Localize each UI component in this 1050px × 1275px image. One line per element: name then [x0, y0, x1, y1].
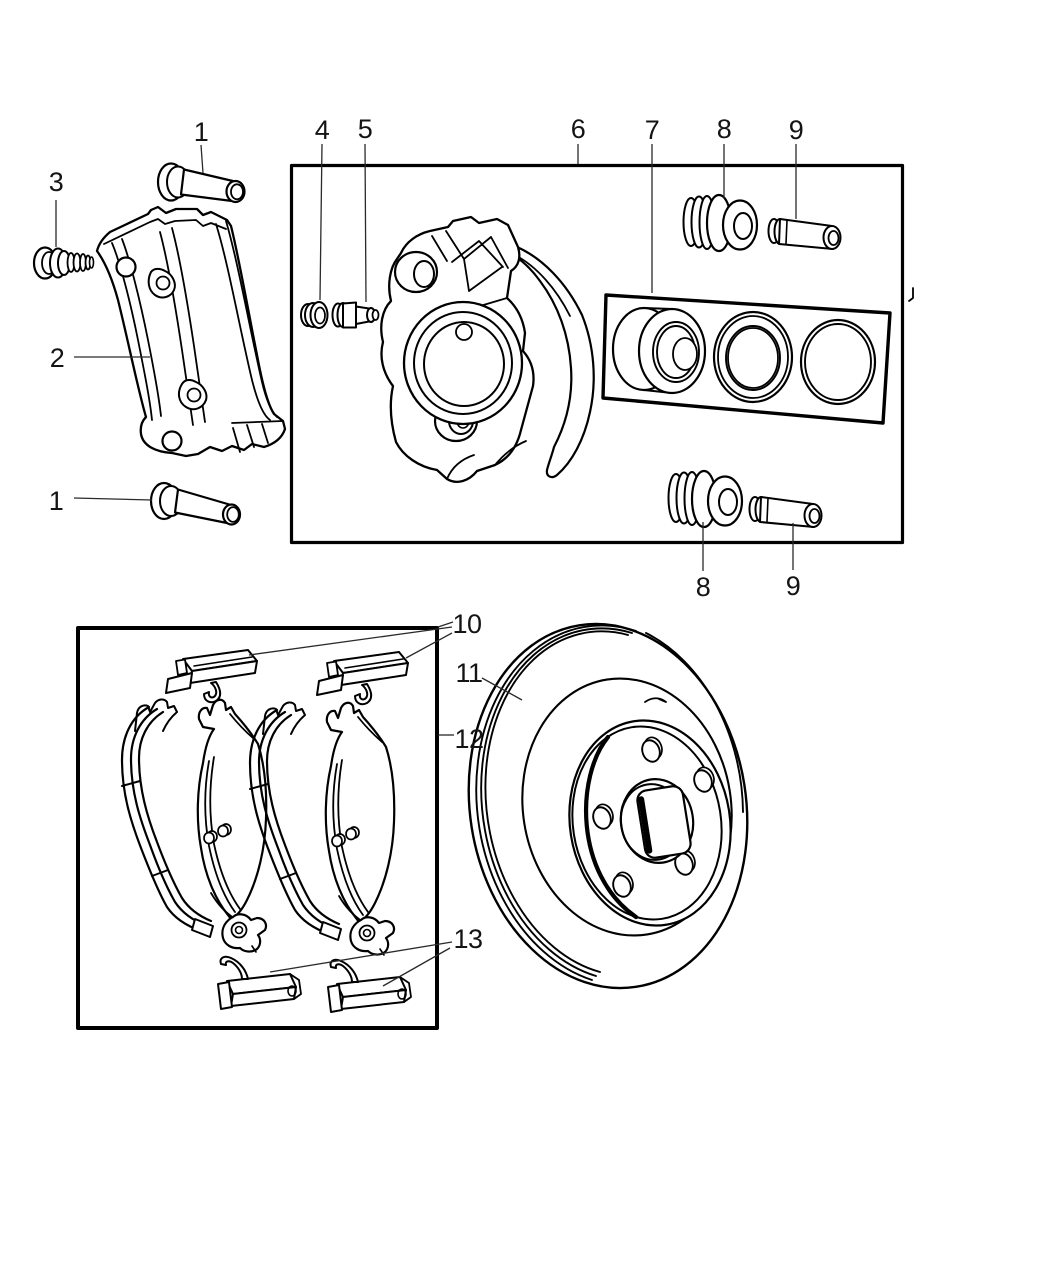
pad-retainer-clip-right: [316, 651, 409, 706]
bleeder-screw: [331, 301, 380, 329]
callout-4: 4: [315, 115, 330, 145]
brake-caliper: [380, 215, 595, 483]
rotor-face-edge: [645, 632, 744, 813]
pad-kit-box: [76, 626, 439, 1030]
anti-rattle-clip-right: [327, 958, 412, 1013]
callout-9-lower: 9: [786, 571, 801, 601]
rotor-tick: [644, 697, 667, 703]
callout-8-upper: 8: [717, 114, 732, 144]
callout-10: 10: [452, 609, 481, 639]
bleeder-cap: [300, 301, 329, 329]
callout-8-lower: 8: [696, 572, 711, 602]
stray-mark: [908, 287, 914, 302]
callout-labels: 1 3 2 1 4 5 6 7 8 9 8 9 10 11 12 13: [49, 114, 804, 954]
bracket-hole-top: [115, 256, 137, 278]
brake-pad-pair-right: [248, 701, 396, 957]
rotor-friction-inner-edge: [521, 677, 733, 937]
bracket-web-lines: [103, 218, 284, 453]
pad-retainer-clip-left: [165, 649, 258, 704]
caliper-adapter-bracket: [95, 205, 287, 458]
leader-lines: [55, 143, 797, 987]
o-ring-seal: [799, 318, 877, 406]
callout-7: 7: [645, 115, 660, 145]
piston-seal: [712, 310, 794, 404]
caliper-fin: [507, 245, 595, 479]
mounting-bolt: [32, 246, 95, 280]
caliper-hardware-box: [289, 163, 905, 545]
callout-1-upper: 1: [194, 117, 209, 147]
callout-5: 5: [358, 114, 373, 144]
callout-2: 2: [50, 343, 65, 373]
adapter-bolt-upper: [156, 162, 246, 204]
guide-pin-upper: [767, 218, 842, 250]
bracket-hole-bottom: [161, 430, 183, 452]
wheel-stud-holes: [592, 736, 715, 898]
callout-11: 11: [455, 658, 482, 688]
callout-13: 13: [453, 924, 482, 954]
rotor-center-hole: [619, 778, 695, 864]
callout-1-lower: 1: [49, 486, 64, 516]
brake-pad-pair-left: [120, 698, 268, 954]
rotor-rim-lines: [475, 624, 637, 981]
piston-boot: [611, 306, 707, 395]
callout-6: 6: [571, 114, 586, 144]
guide-pin-lower: [748, 496, 823, 528]
seal-kit: [601, 293, 892, 425]
guide-bushing-lower: [667, 469, 744, 529]
callout-12: 12: [454, 724, 483, 754]
anti-rattle-clip-left: [217, 955, 302, 1010]
brake-rotor: [467, 622, 749, 990]
callout-3: 3: [49, 167, 64, 197]
guide-bushing-upper: [682, 193, 759, 253]
adapter-bolt-lower: [149, 481, 242, 526]
callout-9-upper: 9: [789, 115, 804, 145]
